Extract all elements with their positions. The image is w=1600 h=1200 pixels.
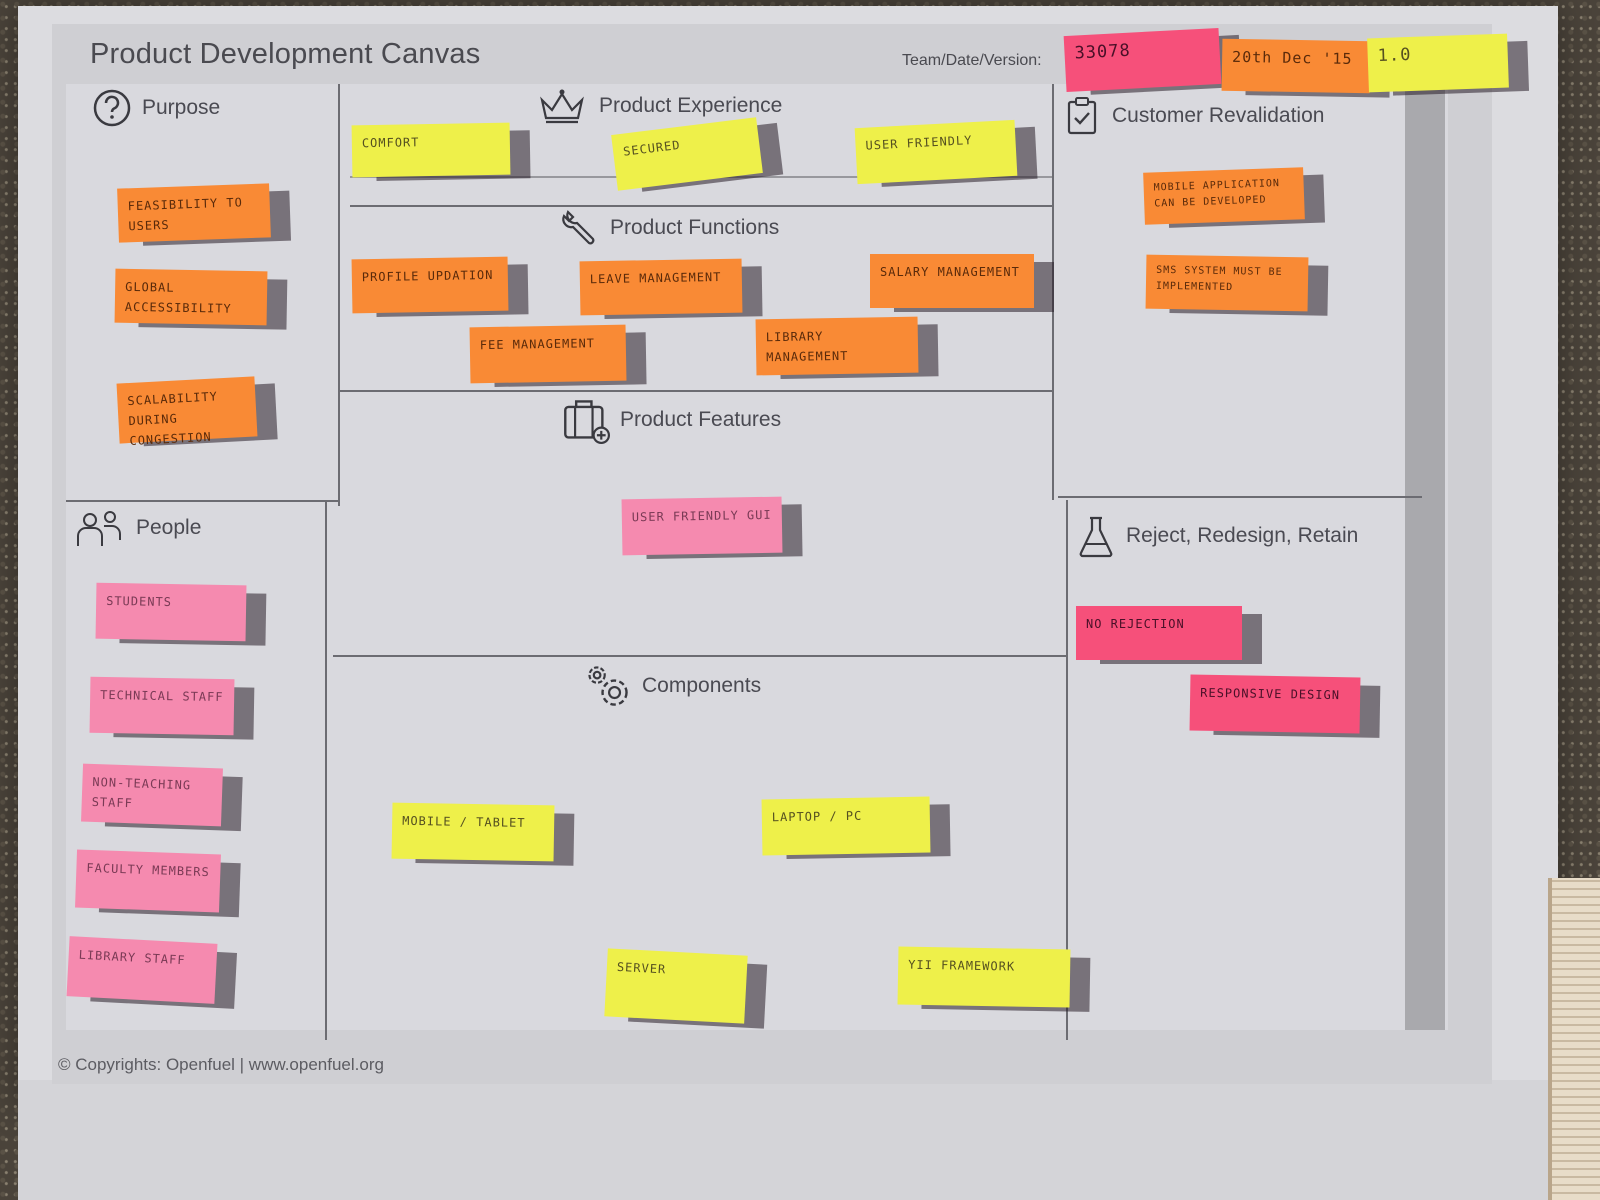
question-icon (93, 89, 131, 127)
page-title: Product Development Canvas (90, 38, 481, 70)
section-customer-revalidation: Customer Revalidation (1062, 96, 1324, 136)
copyright-footer: © Copyrights: Openfuel | www.openfuel.or… (58, 1055, 384, 1074)
section-product-functions: Product Functions (560, 208, 779, 248)
note-reject-2[interactable]: RESPONSIVE DESIGN (1189, 674, 1361, 734)
note-reject-1[interactable]: NO REJECTION (1076, 606, 1242, 660)
section-components: Components (584, 662, 761, 710)
note-functions-1[interactable]: PROFILE UPDATION (351, 256, 509, 314)
divider-right-lower (1066, 500, 1068, 1040)
note-features-1[interactable]: USER FRIENDLY GUI (621, 496, 783, 556)
note-functions-3[interactable]: SALARY MANAGEMENT (870, 254, 1034, 308)
note-experience-3[interactable]: USER FRIENDLY (854, 119, 1018, 185)
section-components-title: Components (642, 674, 762, 697)
section-product-functions-title: Product Functions (610, 216, 780, 239)
canvas-board (66, 84, 1448, 1030)
divider-features-components (333, 655, 1066, 657)
section-purpose: Purpose (92, 88, 220, 128)
canvas-right-band (1405, 84, 1445, 1030)
section-reject-redesign-retain: Reject, Redesign, Retain (1076, 512, 1358, 560)
note-functions-2[interactable]: LEAVE MANAGEMENT (579, 258, 743, 316)
divider-purpose-people (66, 500, 338, 502)
flask-icon (1079, 516, 1113, 558)
section-reject-title: Reject, Redesign, Retain (1126, 524, 1359, 547)
section-product-features-title: Product Features (620, 408, 782, 431)
section-people: People (72, 508, 201, 548)
divider-left (338, 84, 340, 506)
divider-left-lower (325, 500, 327, 1040)
divider-right (1052, 84, 1054, 500)
note-purpose-2[interactable]: GLOBAL ACCESSIBILITY (114, 268, 268, 326)
note-people-5[interactable]: LIBRARY STAFF (66, 936, 218, 1004)
header-note-date[interactable]: 20th Dec '15 (1221, 38, 1371, 94)
header-note-version[interactable]: 1.0 (1367, 33, 1509, 93)
note-components-3[interactable]: SERVER (604, 948, 748, 1024)
divider-revalidation-reject (1058, 496, 1422, 498)
note-components-4[interactable]: YII FRAMEWORK (897, 946, 1071, 1008)
briefcase-plus-icon (564, 400, 610, 444)
section-product-features: Product Features (562, 396, 781, 444)
people-icon (77, 511, 121, 546)
note-functions-5[interactable]: LIBRARY MANAGEMENT (755, 316, 919, 376)
clipboard-check-icon (1067, 97, 1097, 135)
sheet-bottom-edge (18, 1080, 1558, 1200)
crown-icon (540, 89, 584, 124)
header-note-team[interactable]: 33078 (1063, 27, 1222, 93)
note-purpose-3[interactable]: SCALABILITY DURING CONGESTION (116, 376, 258, 448)
section-product-experience: Product Experience (535, 86, 782, 126)
gears-icon (588, 666, 628, 706)
note-people-3[interactable]: NON-TEACHING STAFF (81, 763, 223, 827)
section-customer-revalidation-title: Customer Revalidation (1112, 104, 1325, 127)
note-components-2[interactable]: LAPTOP / PC (761, 796, 931, 856)
note-experience-1[interactable]: COMFORT (351, 122, 511, 178)
note-people-2[interactable]: TECHNICAL STAFF (89, 676, 235, 736)
team-date-version-label: Team/Date/Version: (902, 52, 1042, 69)
divider-functions-features (340, 390, 1054, 392)
wrench-icon (562, 210, 595, 245)
notebook-edge (1548, 878, 1600, 1200)
section-product-experience-title: Product Experience (599, 94, 783, 117)
note-people-4[interactable]: FACULTY MEMBERS (75, 849, 221, 913)
section-people-title: People (136, 516, 202, 539)
note-purpose-1[interactable]: FEASIBILITY TO USERS (117, 183, 271, 243)
divider-experience-functions (350, 205, 1054, 207)
section-purpose-title: Purpose (142, 96, 221, 119)
note-revalidation-2[interactable]: SMS SYSTEM MUST BE IMPLEMENTED (1145, 254, 1309, 312)
note-people-1[interactable]: STUDENTS (95, 582, 247, 642)
note-functions-4[interactable]: FEE MANAGEMENT (469, 324, 627, 384)
note-revalidation-1[interactable]: MOBILE APPLICATION CAN BE DEVELOPED (1143, 167, 1305, 225)
note-components-1[interactable]: MOBILE / TABLET (391, 802, 555, 862)
